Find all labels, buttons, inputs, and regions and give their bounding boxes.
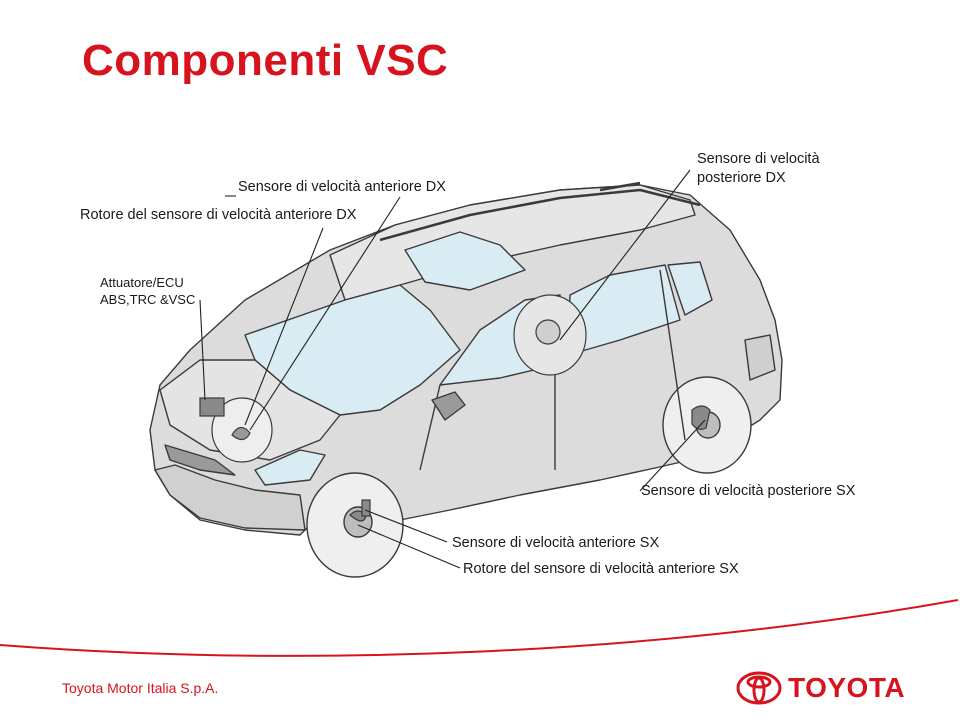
car-quarter-window [667, 261, 713, 316]
label-front-right-rotor: Rotore del sensore di velocità anteriore… [80, 207, 357, 223]
toyota-logo: TOYOTA [736, 668, 920, 708]
label-actuator-line2: ABS,TRC &VSC [100, 292, 196, 307]
toyota-logo-text: TOYOTA [788, 672, 906, 703]
car-grille [164, 444, 236, 476]
car-sunroof [404, 231, 526, 291]
rear-right-sensor-detail [513, 294, 587, 376]
leader-front-right-sensor-to-part [249, 196, 401, 431]
footer-swoosh [0, 599, 959, 657]
leader-rear-left-sensor [639, 419, 706, 492]
label-rear-right-sensor: Sensore di velocità posteriore DX [697, 150, 820, 188]
label-rear-right-sensor-line1: Sensore di velocità [697, 151, 820, 167]
car-bumper [154, 464, 306, 531]
label-front-left-sensor: Sensore di velocità anteriore SX [452, 535, 660, 551]
front-right-sensor-detail [211, 397, 273, 463]
label-actuator-ecu: Attuatore/ECU ABS,TRC &VSC [100, 274, 195, 308]
leader-actuator [199, 299, 206, 401]
rear-left-sensor-detail [691, 405, 711, 430]
roof-rail [379, 188, 701, 242]
label-rear-right-sensor-line2: posteriore DX [697, 170, 786, 186]
leader-lines [199, 169, 706, 569]
leader-rear-right-sensor [559, 169, 691, 341]
front-left-sensor-detail [349, 499, 371, 522]
label-front-right-sensor: Sensore di velocità anteriore DX [238, 179, 446, 195]
leader-front-left-rotor [357, 524, 461, 569]
toyota-emblem-icon [736, 671, 782, 705]
car-rear-light [744, 334, 776, 381]
leader-front-left-sensor [364, 509, 448, 543]
car-illustration [149, 181, 783, 578]
slide-title: Componenti VSC [82, 36, 449, 85]
actuator-ecu-shape [199, 397, 225, 417]
footer-company-name: Toyota Motor Italia S.p.A. [62, 680, 219, 696]
label-actuator-line1: Attuatore/ECU [100, 275, 184, 290]
car-headlight [254, 449, 326, 486]
leader-front-right-rotor [244, 227, 324, 426]
label-front-left-rotor: Rotore del sensore di velocità anteriore… [463, 561, 739, 577]
label-rear-left-sensor: Sensore di velocità posteriore SX [641, 483, 856, 499]
car-mirror [431, 391, 466, 421]
